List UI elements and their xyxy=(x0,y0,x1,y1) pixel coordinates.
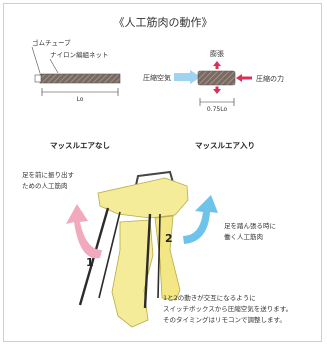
note-left-line1: 足を前に振り出す xyxy=(22,170,75,179)
swing-arrow xyxy=(66,204,102,259)
note-right-line2: 働く人工筋肉 xyxy=(224,232,263,241)
arrow-2-label: 2 xyxy=(165,232,173,245)
compressed-air-label: 圧縮空気 xyxy=(143,73,171,82)
nylon-net-label: ナイロン編組ネット xyxy=(50,50,109,59)
muscle-rod-2 xyxy=(143,213,152,309)
rubber-tube-label: ゴムチューブ xyxy=(32,38,71,47)
note-left-line2: ための人工筋肉 xyxy=(22,181,68,190)
arrow-1-label: 1 xyxy=(86,256,94,269)
relaxed-muscle-tube xyxy=(39,73,121,84)
rubber-tube-leader xyxy=(31,46,41,74)
expand-label: 膨張 xyxy=(210,49,224,58)
compressed-air-arrow xyxy=(174,70,201,84)
device-upper-plate xyxy=(97,177,189,219)
device-handle xyxy=(134,170,175,191)
description-line3: そのタイミングはリモコンで調整します。 xyxy=(163,315,286,324)
muscle-rod-1b xyxy=(98,211,121,299)
contracted-muscle-tube xyxy=(197,70,236,86)
contraction-force-label: 圧縮の力 xyxy=(256,74,284,83)
expand-arrow-down xyxy=(213,86,221,94)
frame-border xyxy=(3,3,322,342)
contracted-length-label: 0.75Lo xyxy=(207,106,228,113)
device-leg-plate xyxy=(154,215,181,301)
caption-without-air: マッスルエアなし xyxy=(50,141,110,150)
note-right-line1: 足を踏ん張る時に xyxy=(224,221,276,230)
expand-arrow-up xyxy=(213,61,221,69)
push-arrow xyxy=(183,195,218,244)
muscle-rod-2b xyxy=(157,213,161,299)
relaxed-muscle-cap xyxy=(34,74,42,83)
description-line1: 1と2の動きが交互になるように xyxy=(163,293,256,302)
contraction-force-arrow xyxy=(236,74,252,82)
title: 《人工筋肉の動作》 xyxy=(114,15,213,29)
caption-with-air: マッスルエア入り xyxy=(195,141,255,150)
device-foot-plate xyxy=(111,219,154,328)
relaxed-length-label: Lo xyxy=(77,96,84,103)
nylon-net-leader xyxy=(49,58,59,74)
description-line2: スイッチボックスから圧縮空気を送ります。 xyxy=(163,304,292,313)
